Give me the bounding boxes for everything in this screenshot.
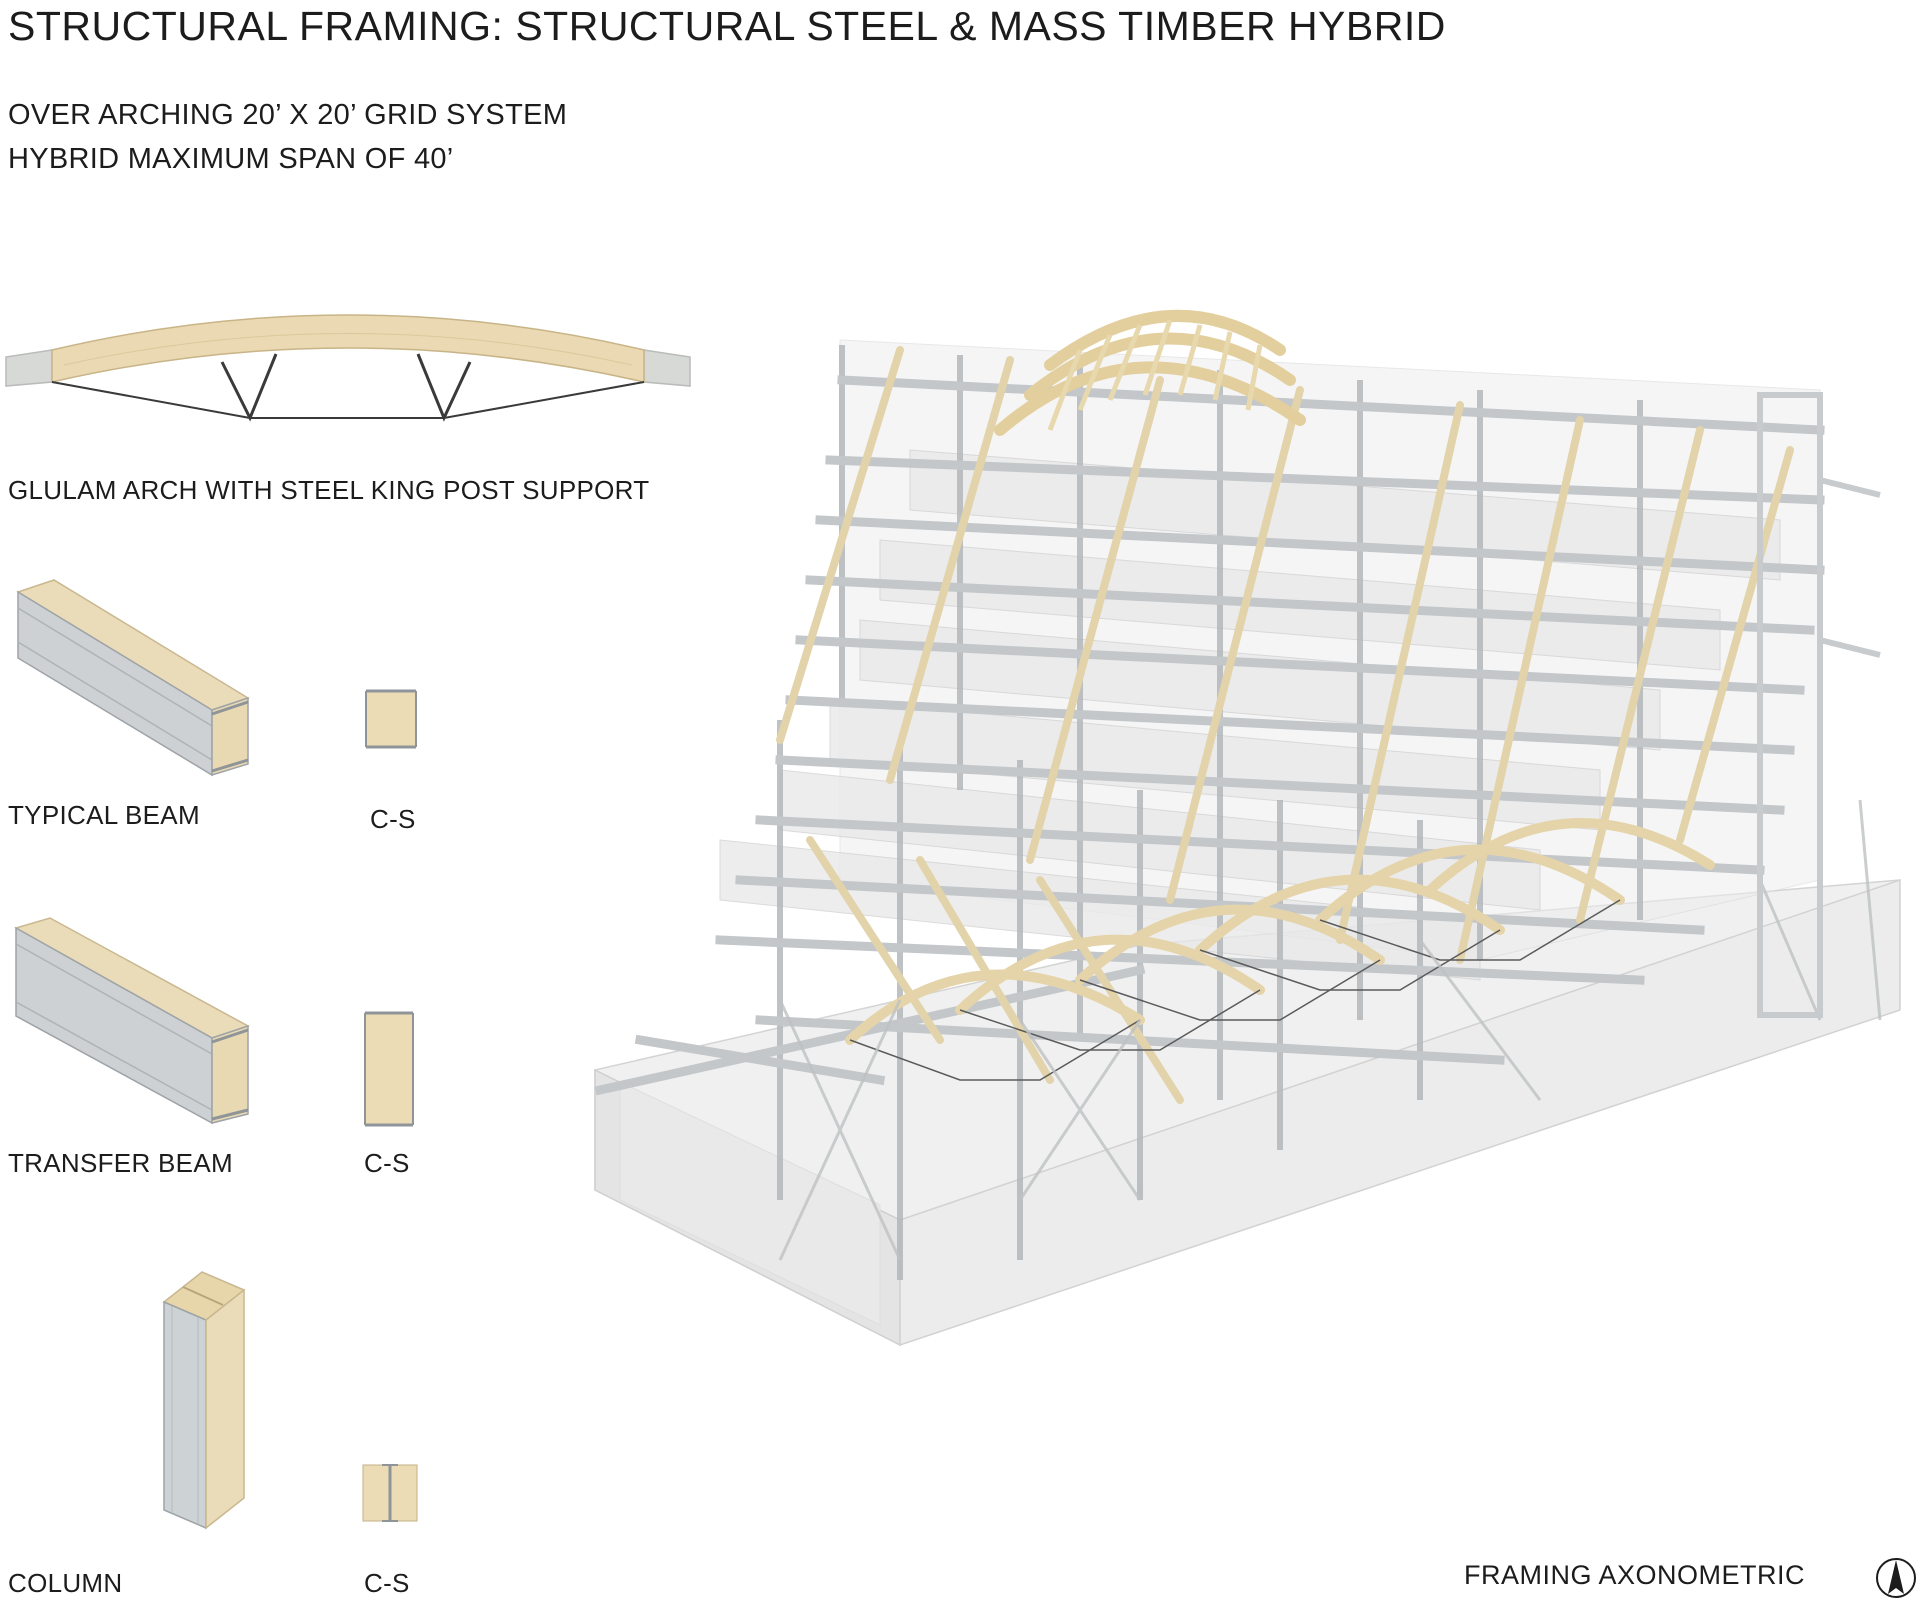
column-timber-face — [205, 1288, 245, 1530]
column-steel-face — [163, 1300, 207, 1530]
column-label: COLUMN — [8, 1568, 123, 1598]
steel-tension-rod — [51, 381, 645, 419]
transfer-beam-end-section — [211, 1024, 249, 1124]
page-title: STRUCTURAL FRAMING: STRUCTURAL STEEL & M… — [8, 3, 1446, 49]
arch-tension-rods — [849, 899, 1621, 1081]
steel-beams — [594, 375, 1825, 1096]
column-drawing — [162, 1271, 246, 1530]
north-arrow-icon — [1876, 1558, 1916, 1598]
column-cs-label: C-S — [364, 1568, 410, 1598]
transfer-beam-drawing — [14, 917, 250, 1125]
transfer-beam-cs-label: C-S — [364, 1148, 410, 1178]
timber-cross-beams — [776, 346, 1794, 1104]
lower-glulam-arches — [845, 818, 1715, 1045]
steel-king-post-left — [220, 353, 278, 422]
right-tower-frame — [1757, 392, 1881, 1018]
arch-label: GLULAM ARCH WITH STEEL KING POST SUPPORT — [8, 475, 650, 505]
steel-cross-bracing — [778, 799, 1882, 1261]
typical-beam-cs-label: C-S — [370, 804, 416, 834]
subtitle-max-span: HYBRID MAXIMUM SPAN OF 40’ — [8, 143, 454, 175]
typical-beam-drawing — [16, 579, 250, 777]
subtitle-grid-system: OVER ARCHING 20’ X 20’ GRID SYSTEM — [8, 99, 568, 131]
glulam-arch-member — [51, 314, 645, 383]
steel-king-post-right — [416, 353, 472, 422]
glulam-arch-grain — [63, 333, 633, 366]
column-section — [362, 1464, 418, 1522]
upper-arch-purlins — [1047, 319, 1263, 431]
glulam-arch-detail — [5, 314, 691, 422]
typical-beam-label: TYPICAL BEAM — [8, 800, 200, 830]
framing-axonometric — [594, 309, 1901, 1347]
framing-axonometric-caption: FRAMING AXONOMETRIC — [1464, 1560, 1806, 1590]
typical-beam-section — [365, 689, 417, 749]
podium-side — [899, 878, 1901, 1347]
transfer-beam-label: TRANSFER BEAM — [8, 1148, 233, 1178]
podium-inset — [619, 1081, 881, 1326]
transfer-beam-section — [364, 1011, 414, 1127]
beam-end-section — [211, 696, 249, 777]
arch-steel-shoe-left — [5, 349, 53, 387]
